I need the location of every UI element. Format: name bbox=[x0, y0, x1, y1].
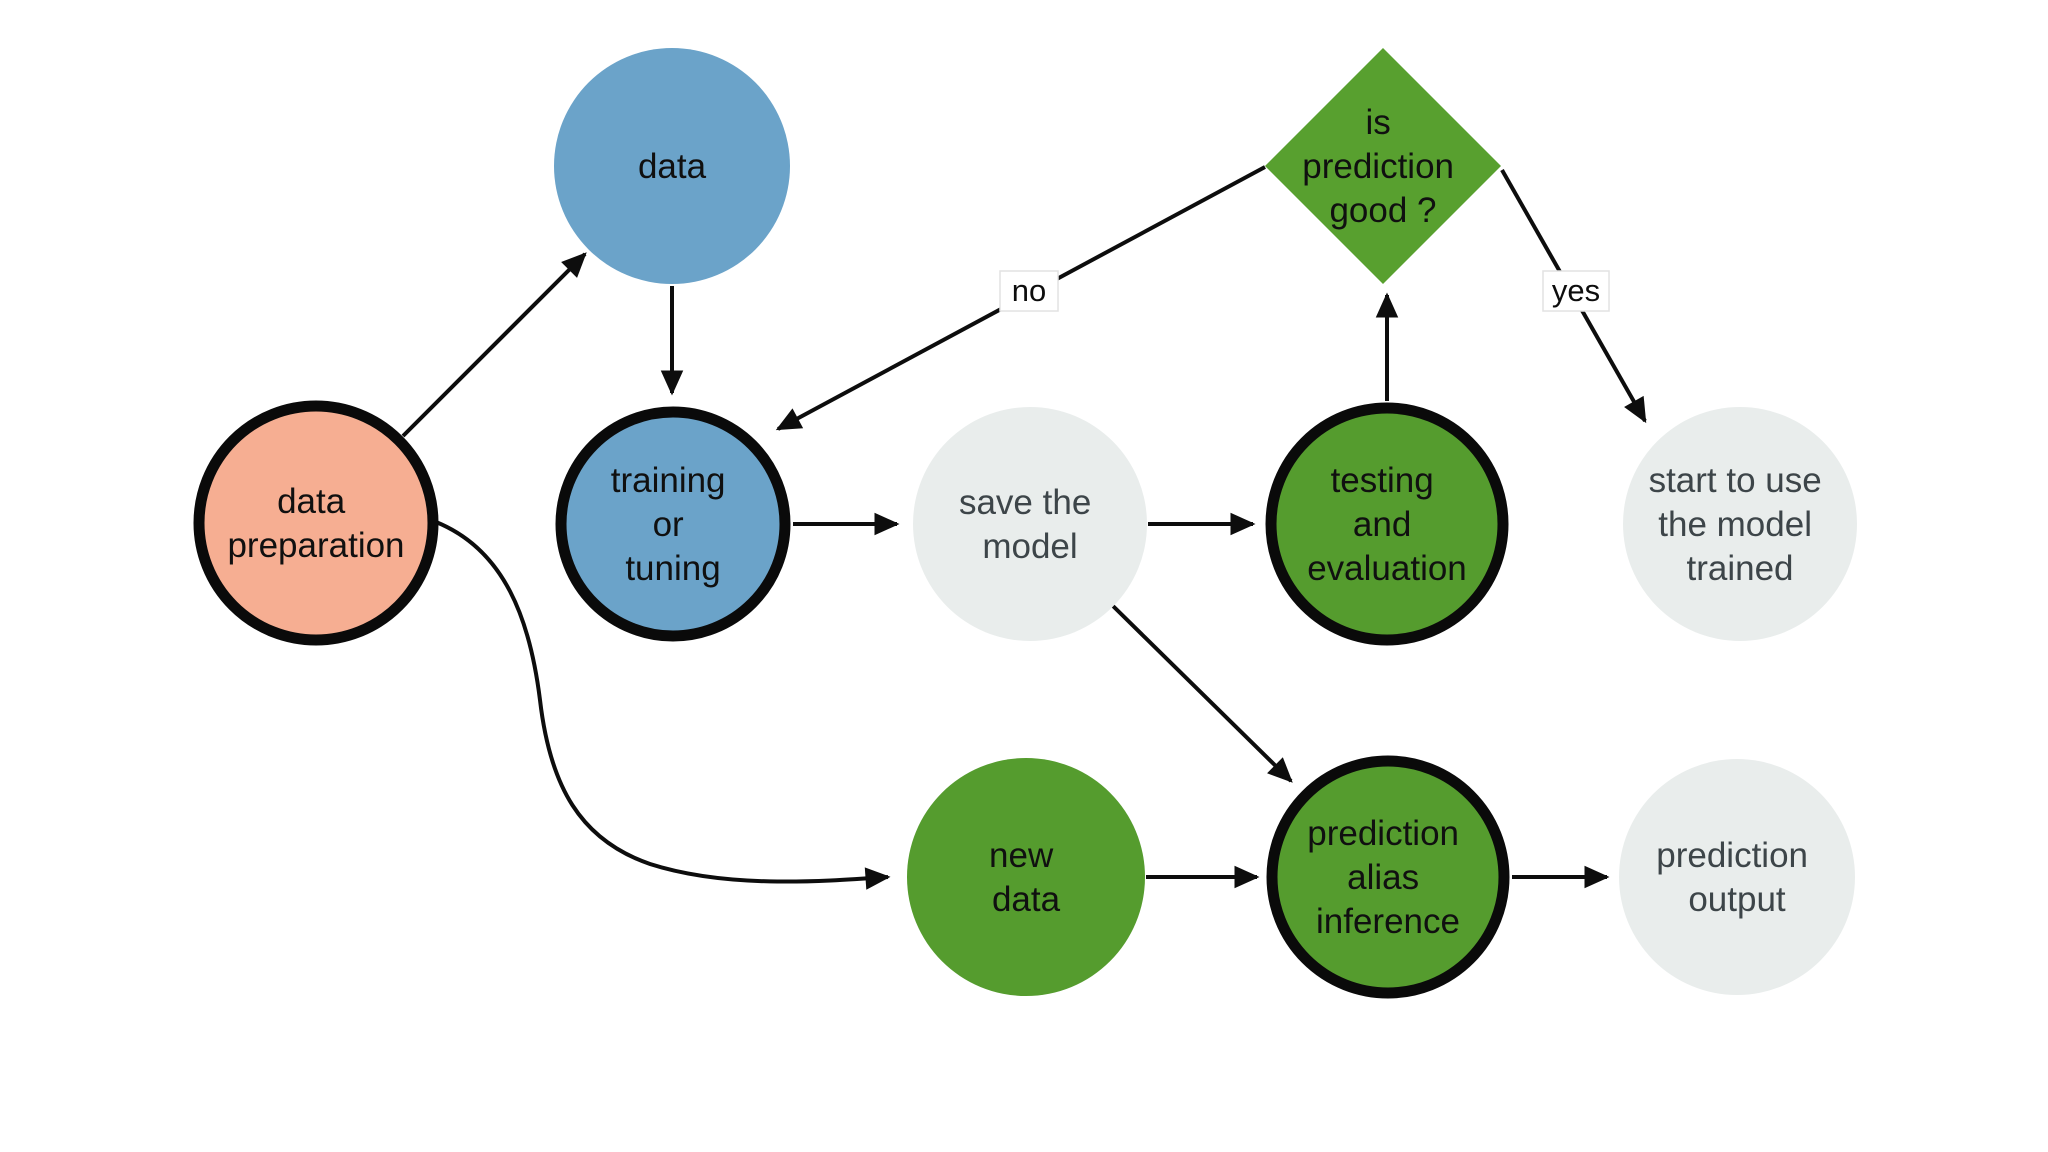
data-label: data bbox=[638, 147, 707, 186]
edge-label-no-text: no bbox=[1012, 273, 1046, 308]
training-or-tuning-label: training or tuning bbox=[611, 461, 736, 588]
edge-label-yes: yes bbox=[1542, 270, 1610, 312]
node-start-to-use-the-model-trained: start to use the model trained bbox=[1623, 407, 1857, 641]
is-prediction-good-label: is prediction good ? bbox=[1302, 103, 1464, 230]
training-or-tuning-shape bbox=[555, 406, 791, 642]
data-preparation-label: data preparation bbox=[227, 482, 404, 565]
edge-label-yes-text: yes bbox=[1552, 273, 1600, 308]
save-the-model-shape bbox=[913, 407, 1147, 641]
edge-data-preparation-to-new-data bbox=[435, 520, 891, 890]
testing-and-evaluation-label: testing and evaluation bbox=[1307, 461, 1467, 588]
node-prediction-output: prediction output bbox=[1619, 759, 1855, 995]
prediction-output-shape bbox=[1619, 759, 1855, 995]
node-data-preparation: data preparation bbox=[193, 400, 439, 646]
node-save-the-model: save the model bbox=[913, 407, 1147, 641]
edge-save-the-model-to-prediction-alias-inference bbox=[1111, 604, 1293, 783]
data-shape bbox=[554, 48, 790, 284]
data-preparation-shape bbox=[193, 400, 439, 646]
new-data-label: new data bbox=[989, 836, 1063, 919]
edge-label-no: no bbox=[999, 270, 1059, 312]
is-prediction-good-shape bbox=[1265, 48, 1501, 284]
save-the-model-label: save the model bbox=[959, 483, 1101, 566]
prediction-alias-inference-label: prediction alias inference bbox=[1307, 814, 1469, 941]
node-is-prediction-good: is prediction good ? bbox=[1265, 48, 1501, 284]
start-to-use-the-model-trained-shape bbox=[1623, 407, 1857, 641]
node-data: data bbox=[554, 48, 790, 284]
start-to-use-the-model-trained-label: start to use the model trained bbox=[1649, 461, 1832, 588]
edge-data-preparation-to-data bbox=[401, 252, 587, 438]
node-new-data: new data bbox=[907, 758, 1145, 996]
edge-label-yes-box bbox=[1542, 270, 1610, 312]
edge-label-no-box bbox=[999, 270, 1059, 312]
node-training-or-tuning: training or tuning bbox=[555, 406, 791, 642]
prediction-output-label: prediction output bbox=[1656, 836, 1818, 919]
new-data-shape bbox=[907, 758, 1145, 996]
node-testing-and-evaluation: testing and evaluation bbox=[1265, 402, 1509, 646]
node-prediction-alias-inference: prediction alias inference bbox=[1266, 755, 1510, 999]
prediction-alias-inference-shape bbox=[1266, 755, 1510, 999]
testing-and-evaluation-shape bbox=[1265, 402, 1509, 646]
